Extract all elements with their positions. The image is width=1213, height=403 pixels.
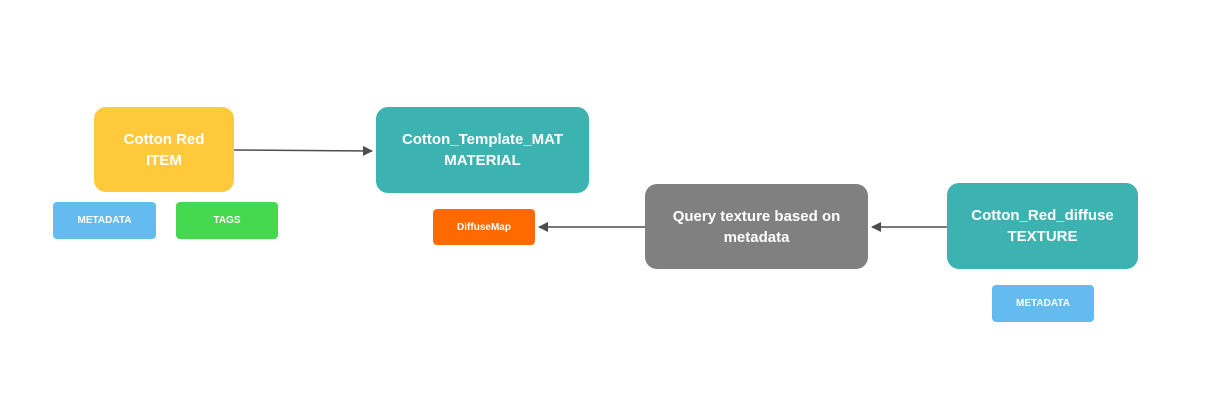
texture-node-type: TEXTURE	[1007, 228, 1078, 245]
item-node-type: ITEM	[146, 151, 182, 169]
item-tags-tag[interactable]: TAGS	[176, 202, 278, 239]
query-node[interactable]: Query texture based on metadata	[645, 184, 868, 269]
diffusemap-tag[interactable]: DiffuseMap	[433, 209, 535, 245]
edge-item-to-material	[233, 145, 373, 156]
material-node[interactable]: Cotton_Template_MAT MATERIAL	[376, 107, 589, 193]
material-node-type: MATERIAL	[444, 152, 521, 169]
query-node-line1: Query texture based on	[672, 207, 841, 225]
item-metadata-tag[interactable]: METADATA	[53, 202, 156, 239]
texture-node[interactable]: Cotton_Red_diffuse TEXTURE	[947, 183, 1138, 269]
item-node[interactable]: Cotton Red ITEM	[94, 107, 234, 192]
item-node-title: Cotton Red	[123, 130, 205, 148]
query-node-line2: metadata	[723, 228, 790, 246]
material-node-title: Cotton_Template_MAT	[401, 131, 564, 148]
texture-metadata-tag[interactable]: METADATA	[992, 285, 1094, 322]
texture-node-title: Cotton_Red_diffuse	[971, 207, 1114, 224]
